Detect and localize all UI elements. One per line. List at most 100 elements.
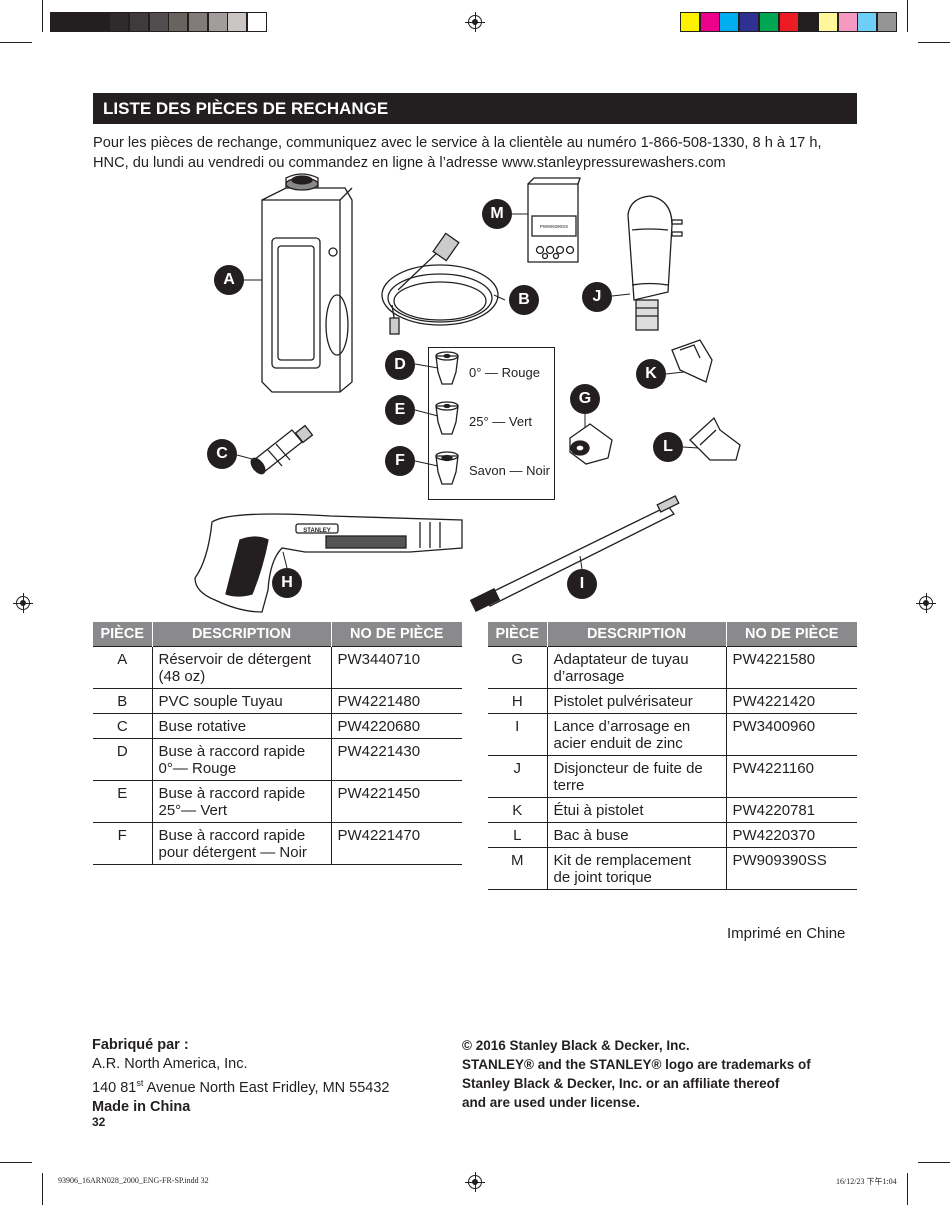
part-number: PW4221430 [330,738,462,781]
nozzle-label: 0° — Rouge [469,365,540,380]
hose-icon [381,232,499,335]
color-swatch [247,12,267,32]
part-number: PW4220680 [330,713,462,739]
part-letter: I [488,713,547,756]
callout-C: C [207,439,237,469]
address-number: 140 81 [92,1079,137,1096]
color-swatch [778,12,799,32]
color-swatch [739,12,760,32]
table-row: L Bac à buse PW4220370 [488,822,857,848]
hose-adapter-icon [569,423,613,465]
part-number: PW4221480 [330,688,462,714]
part-number: PW4220370 [725,822,857,848]
description-line: de joint torique [553,869,652,886]
part-number: PW4220781 [725,797,857,823]
part-letter: F [93,822,152,865]
column-header: PIÈCE [93,622,152,647]
description-line: Pistolet pulvérisateur [553,693,693,710]
quick-nozzle-icon [435,351,459,385]
color-swatch [817,12,838,32]
copyright-line: © 2016 Stanley Black & Decker, Inc. [462,1038,690,1053]
color-swatch [187,12,208,32]
description-line: Buse à raccord rapide [158,743,306,760]
section-title: LISTE DES PIÈCES DE RECHANGE [93,93,857,124]
description-line: pour détergent — Noir [158,844,307,861]
column-header: PIÈCE [488,622,547,647]
callout-E: E [385,395,415,425]
part-description: Buse rotative [151,713,331,739]
spray-gun-icon [194,513,463,613]
part-letter: C [93,713,152,739]
part-letter: A [93,646,152,689]
registration-mark-icon [916,593,936,613]
wand-icon [469,495,680,612]
color-swatch [207,12,228,32]
callout-A: A [214,265,244,295]
callout-J: J [582,282,612,312]
crop-mark [42,0,43,32]
column-header: NO DE PIÈCE [725,622,857,647]
description-line: Adaptateur de tuyau [553,651,689,668]
callout-leader [236,213,699,570]
description-line: Buse à raccord rapide [158,785,306,802]
copyright-line: Stanley Black & Decker, Inc. or an affil… [462,1076,780,1091]
nozzle-label: 25° — Vert [469,414,533,429]
crop-mark [907,1173,908,1205]
quick-nozzle-icon [435,451,459,485]
slug-timestamp: 16/12/23 下午1:04 [836,1177,897,1186]
gun-brand-label: STANLEY [303,528,331,534]
callout-H: H [272,568,302,598]
gun-holder-icon [671,339,713,383]
crop-mark [918,42,950,43]
color-swatch [837,12,858,32]
part-letter: H [488,688,547,714]
callout-K: K [636,359,666,389]
description-line: 0°— Rouge [158,760,237,777]
color-swatch [758,12,779,32]
part-number: PW4221160 [725,755,857,798]
intro-text: Pour les pièces de rechange, communiquez… [93,133,863,173]
description-line: Étui à pistolet [553,802,644,819]
color-swatch [877,12,897,32]
turbo-nozzle-icon [250,424,314,475]
color-swatch [227,12,248,32]
description-line: Bac à buse [553,827,629,844]
part-description: Étui à pistolet [546,797,726,823]
intro-line: HNC, du lundi au vendredi ou commandez e… [93,155,726,171]
registration-mark-icon [465,1172,485,1192]
quick-nozzle-icon [435,401,459,435]
crop-mark [918,1162,950,1163]
part-letter: M [488,847,547,890]
color-swatch [168,12,189,32]
registration-mark-icon [465,12,485,32]
color-swatch [798,12,819,32]
callout-G: G [570,384,600,414]
gfci-plug-icon [627,195,683,331]
description-line: Réservoir de détergent [158,651,312,668]
description-line: 25°— Vert [158,802,228,819]
part-number: PW4221450 [330,780,462,823]
callout-D: D [385,350,415,380]
address-ordinal: st [136,1078,144,1088]
part-letter: L [488,822,547,848]
color-swatch [148,12,169,32]
part-number: PW3440710 [330,646,462,689]
color-swatch [50,12,70,32]
part-number: PW4221470 [330,822,462,865]
copyright-block: © 2016 Stanley Black & Decker, Inc. STAN… [462,1036,862,1112]
part-number: PW909390SS [725,847,857,890]
